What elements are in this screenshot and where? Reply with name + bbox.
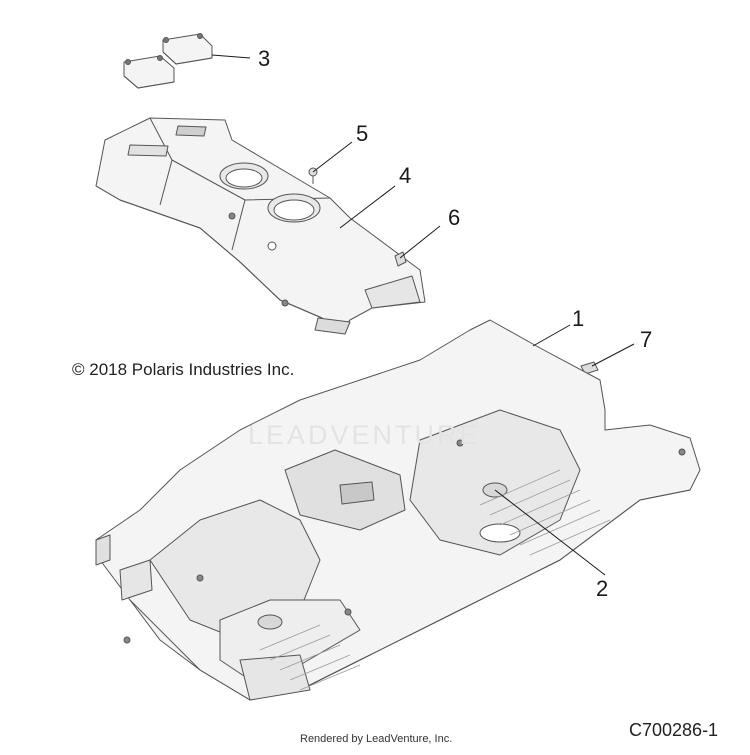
part-4-console <box>95 117 426 335</box>
part-3-pads <box>123 33 213 89</box>
callout-4: 4 <box>399 163 412 188</box>
copyright-text: © 2018 Polaris Industries Inc. <box>72 360 295 379</box>
watermark: LEADVENTURE <box>248 420 481 450</box>
floor-texture <box>259 469 611 691</box>
part-1-floor <box>95 319 701 701</box>
rendered-by-text: Rendered by LeadVenture, Inc. <box>300 733 453 745</box>
callout-3: 3 <box>258 46 271 71</box>
callout-6: 6 <box>448 205 461 230</box>
callout-1: 1 <box>572 306 585 331</box>
callout-5: 5 <box>356 121 369 146</box>
callout-2: 2 <box>596 576 609 601</box>
callout-7: 7 <box>640 327 653 352</box>
leader-lines <box>211 54 635 576</box>
diagram-part-number: C700286-1 <box>629 720 719 740</box>
